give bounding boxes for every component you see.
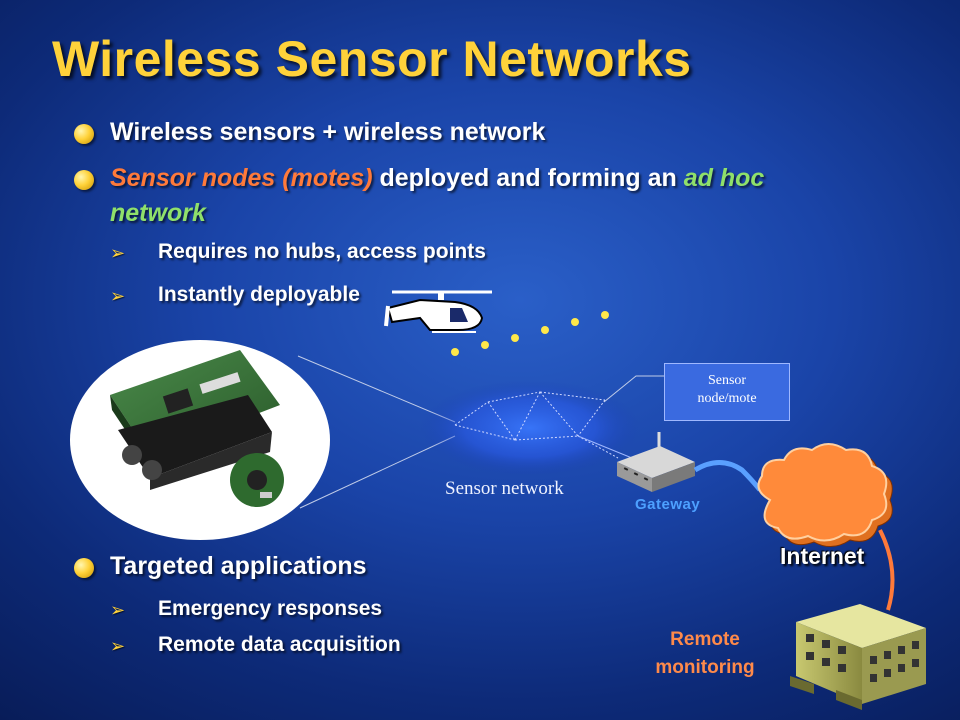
highlight-sensor-nodes: Sensor nodes (motes) xyxy=(110,164,373,192)
bullet-dot xyxy=(74,170,94,190)
callout-leader xyxy=(603,375,664,403)
bullet-dot xyxy=(74,558,94,578)
sub-bullet-emergency: Emergency responses xyxy=(158,597,383,620)
internet-label: Internet xyxy=(780,543,865,569)
gateway-to-internet-cable xyxy=(693,460,762,492)
gateway-label: Gateway xyxy=(635,496,701,513)
bullet-dot xyxy=(74,124,94,144)
sub-bullet-instantly-deployable: Instantly deployable xyxy=(158,283,360,306)
sub-bullet-no-hubs: Requires no hubs, access points xyxy=(158,240,486,263)
sub-bullet-remote-data: Remote data acquisition xyxy=(158,633,401,656)
remote-line-1: Remote xyxy=(670,629,740,650)
mote-photo xyxy=(70,340,330,540)
network-to-gateway-link xyxy=(577,435,633,459)
helicopter-icon xyxy=(384,290,492,333)
dropped-motes xyxy=(451,311,609,356)
arrow-icon: ➢ xyxy=(110,243,126,263)
sensor-network-label: Sensor network xyxy=(445,478,564,499)
arrow-icon: ➢ xyxy=(110,600,126,620)
arrow-icon: ➢ xyxy=(110,286,126,306)
internet-to-building-cable xyxy=(878,529,895,611)
bullet-wireless-sensors: Wireless sensors + wireless network xyxy=(110,118,546,146)
remote-line-2: monitoring xyxy=(655,657,755,678)
remote-monitoring-label: Remote monitoring xyxy=(640,626,770,682)
highlight-network: network xyxy=(110,199,206,227)
bullet-targeted-applications: Targeted applications xyxy=(110,552,367,580)
highlight-ad-hoc: ad hoc xyxy=(683,164,765,192)
building-icon xyxy=(790,604,926,710)
sensor-network-links xyxy=(454,391,619,459)
bullet-sensor-nodes: Sensor nodes (motes) deployed and formin… xyxy=(110,164,764,193)
slide-title: Wireless Sensor Networks xyxy=(52,31,692,87)
internet-cloud-icon xyxy=(757,443,893,547)
gateway-router-icon xyxy=(617,432,695,492)
sensor-node-callout: Sensor node/mote xyxy=(664,363,790,421)
sensor-network-cloud xyxy=(420,380,640,476)
callout-line-2: node/mote xyxy=(697,391,757,406)
arrow-icon: ➢ xyxy=(110,636,126,656)
bullet-sensor-nodes-text: deployed and forming an xyxy=(372,164,684,192)
callout-line-1: Sensor xyxy=(707,373,747,388)
zoom-line-bottom xyxy=(299,435,456,509)
